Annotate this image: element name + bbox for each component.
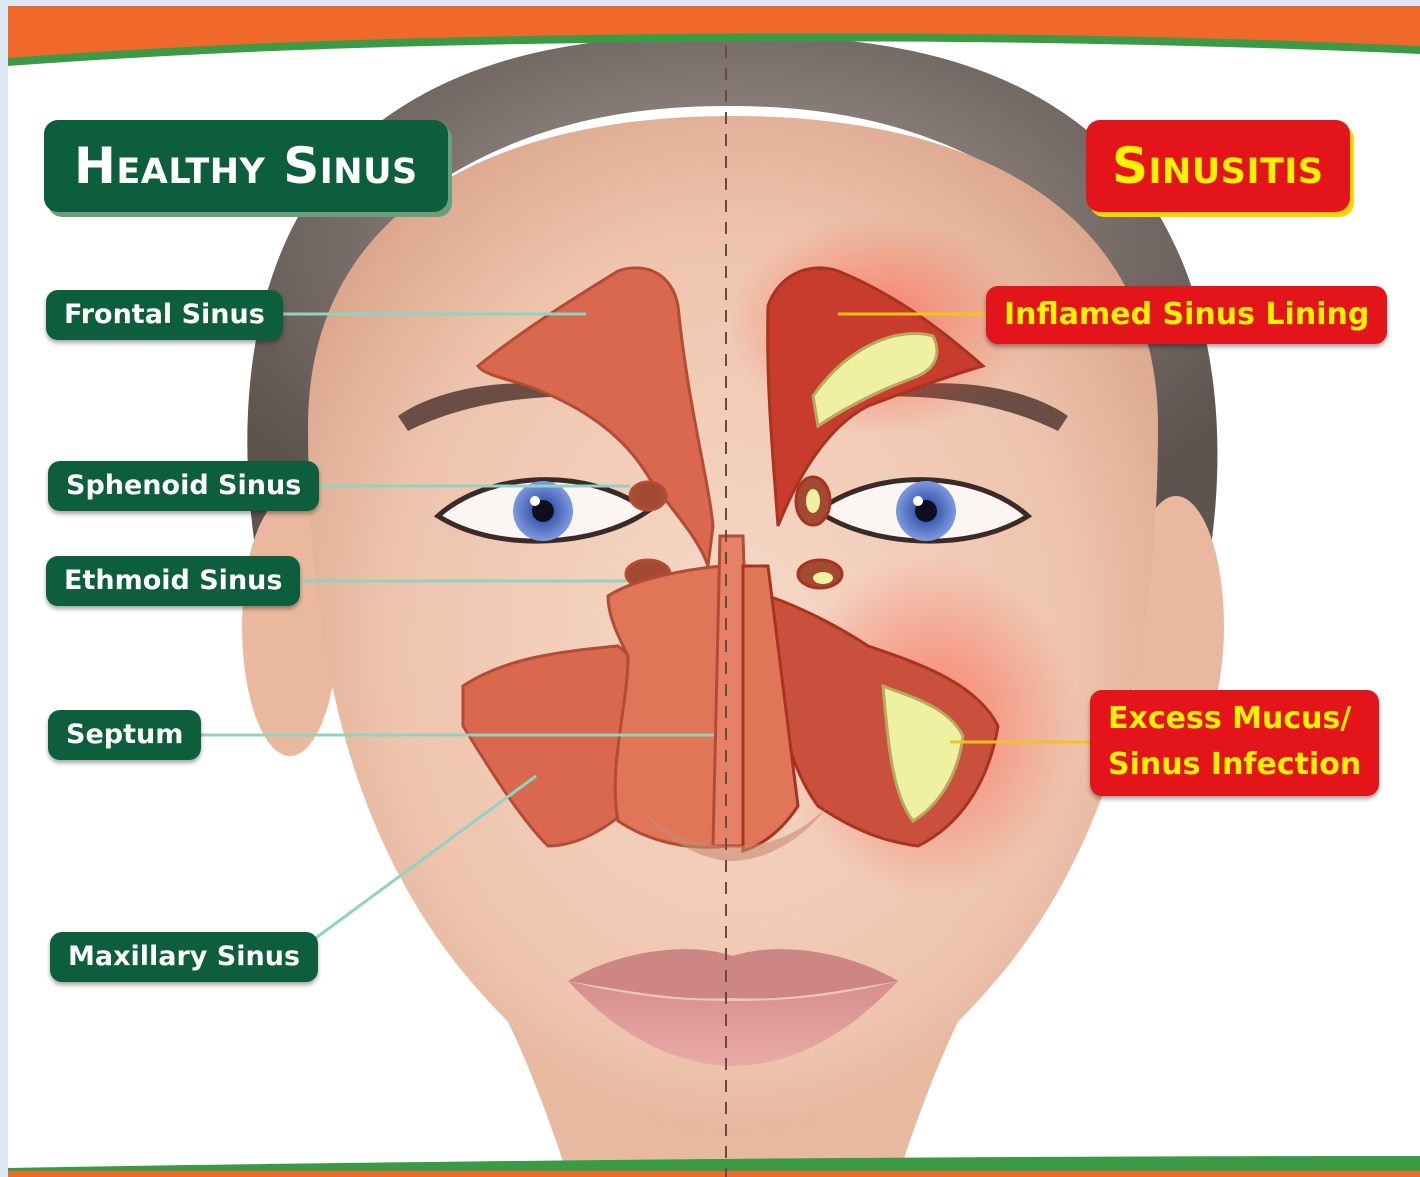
diagram-frame: Healthy Sinus Sinusitis Frontal Sinus Sp… xyxy=(8,6,1420,1177)
sinusitis-title: Sinusitis xyxy=(1086,120,1350,212)
excess-mucus-line2: Sinus Infection xyxy=(1108,742,1361,788)
ethmoid-mucus xyxy=(813,572,833,584)
healthy-sinus-title: Healthy Sinus xyxy=(44,120,448,212)
ethmoid-sinus-label: Ethmoid Sinus xyxy=(46,556,300,606)
septum-label: Septum xyxy=(48,710,201,760)
healthy-sphenoid-sinus xyxy=(630,482,666,510)
frontal-sinus-label: Frontal Sinus xyxy=(46,290,283,340)
excess-mucus-line1: Excess Mucus/ xyxy=(1108,696,1361,742)
healthy-nasal-cavity xyxy=(608,566,728,847)
sphenoid-mucus xyxy=(806,489,820,513)
inflamed-sinus-lining-label: Inflamed Sinus Lining xyxy=(986,286,1387,344)
maxillary-sinus-label: Maxillary Sinus xyxy=(50,932,318,982)
sphenoid-sinus-label: Sphenoid Sinus xyxy=(48,461,319,511)
excess-mucus-label: Excess Mucus/ Sinus Infection xyxy=(1090,690,1379,796)
